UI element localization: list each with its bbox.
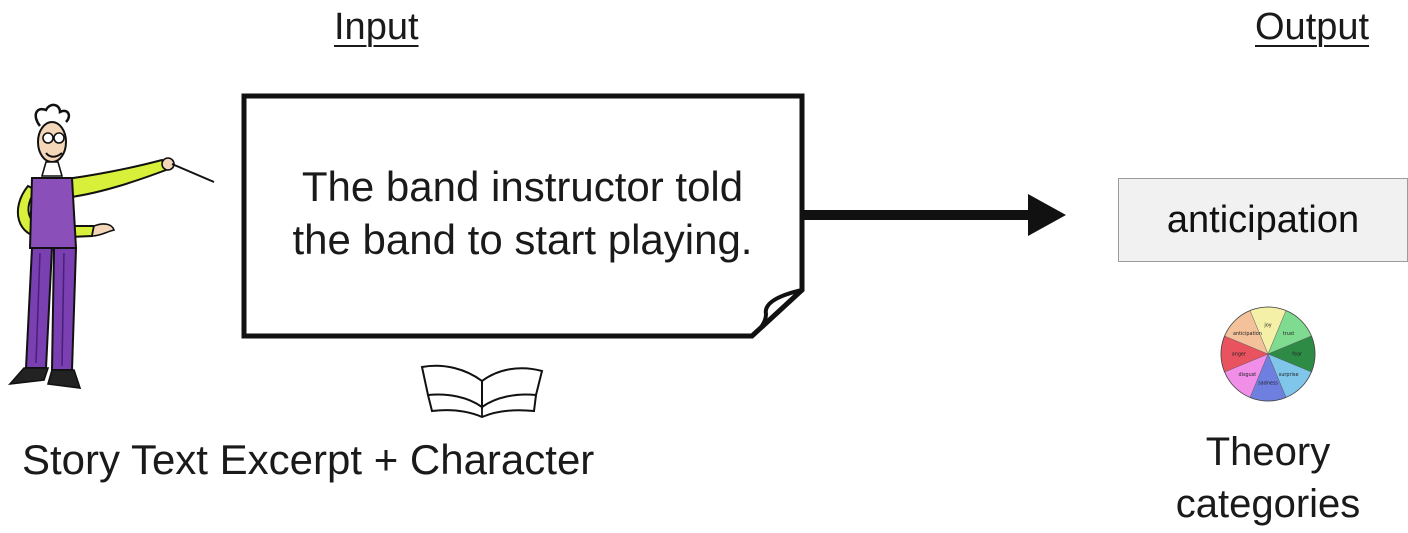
output-caption: Theory categories — [1148, 426, 1388, 530]
wheel-label-disgust: disgust — [1239, 372, 1257, 378]
wheel-label-anger: anger — [1232, 351, 1247, 357]
story-text-line1: The band instructor told — [301, 163, 744, 210]
conductor-illustration — [8, 103, 215, 389]
output-caption-line2: categories — [1175, 482, 1361, 526]
story-text-line2: the band to start playing. — [292, 216, 753, 263]
wheel-label-fear: fear — [1292, 351, 1303, 357]
output-heading: Output — [1255, 6, 1370, 48]
open-book-icon — [420, 364, 544, 419]
wheel-label-surprise: surprise — [1279, 372, 1299, 378]
output-caption-line1: Theory — [1205, 430, 1331, 474]
story-text-box — [241, 93, 805, 339]
wheel-label-sadness: sadness — [1258, 381, 1278, 387]
right-arrow — [804, 194, 1066, 236]
input-heading: Input — [334, 6, 419, 48]
story-text: The band instructor told the band to sta… — [245, 160, 800, 266]
wheel-label-trust: trust — [1283, 331, 1295, 337]
wheel-label-joy: joy — [1263, 322, 1271, 328]
wheel-outline — [1220, 306, 1316, 402]
wheel-label-anticipation: anticipation — [1233, 331, 1262, 337]
input-caption: Story Text Excerpt + Character — [22, 436, 595, 483]
output-label-box: anticipation — [1118, 178, 1408, 262]
